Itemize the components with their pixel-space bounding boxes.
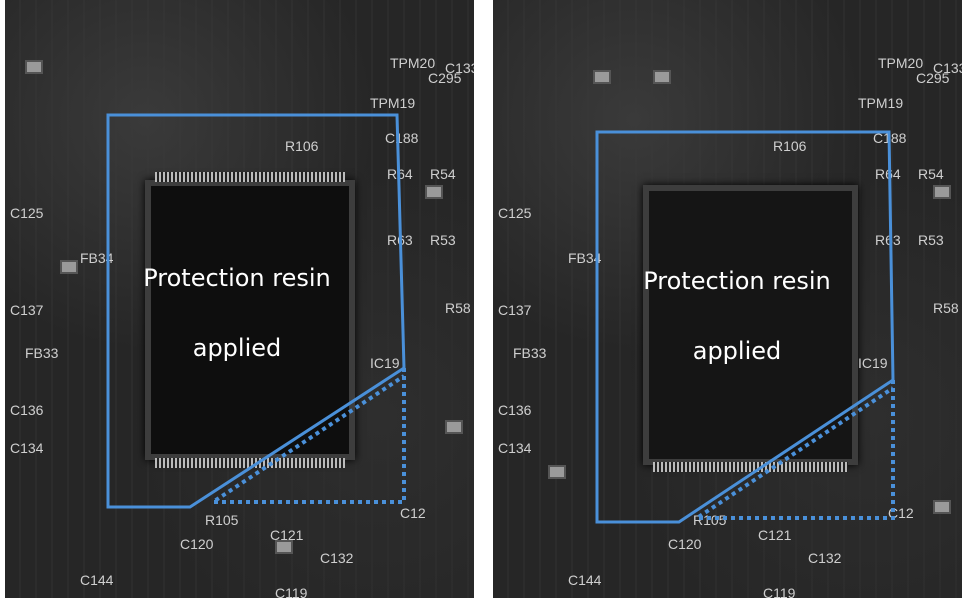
smd-pad: [60, 260, 78, 274]
silkscreen-label: R105: [205, 512, 239, 528]
silkscreen-label: R63: [875, 232, 901, 248]
smd-pad: [653, 70, 671, 84]
ic-chip: [145, 180, 355, 460]
silkscreen-label: C137: [10, 302, 44, 318]
uncovered-area-outline: [690, 380, 895, 520]
uncovered-area-outline: [206, 368, 406, 504]
caption-line1: Protection resin: [143, 264, 331, 292]
silkscreen-label: IC19: [858, 355, 888, 371]
silkscreen-label: C134: [10, 440, 44, 456]
silkscreen-label: FB34: [568, 250, 602, 266]
silkscreen-label: IC19: [370, 355, 400, 371]
silkscreen-label: C120: [180, 536, 214, 552]
silkscreen-label: C136: [10, 402, 44, 418]
pcb-photo-after: C295TPM19TPM20C133R106C188R64R54R63R53C1…: [493, 0, 962, 598]
caption-line1: Protection resin: [643, 267, 831, 295]
silkscreen-label: C12: [400, 505, 426, 521]
smd-pad: [933, 500, 951, 514]
silkscreen-label: C137: [498, 302, 532, 318]
silkscreen-label: R106: [773, 138, 807, 154]
smd-pad: [275, 540, 293, 554]
silkscreen-label: TPM20: [878, 55, 924, 71]
silkscreen-label: R54: [918, 166, 944, 182]
pcb-photo-before: C295TPM19TPM20C133R106C188R64R54R63R53C1…: [5, 0, 474, 598]
smd-pad: [933, 185, 951, 199]
ic-pins-bottom: [155, 458, 345, 468]
ic-pins-top: [155, 172, 345, 182]
resin-boundary: [595, 130, 895, 524]
silkscreen-label: C133: [445, 60, 474, 76]
silkscreen-label: C120: [668, 536, 702, 552]
ic-chip: [643, 185, 858, 465]
silkscreen-label: R106: [285, 138, 319, 154]
silkscreen-label: R58: [445, 300, 471, 316]
silkscreen-label: R64: [875, 166, 901, 182]
silkscreen-label: C121: [270, 527, 304, 543]
silkscreen-label: C132: [808, 550, 842, 566]
silkscreen-label: C121: [758, 527, 792, 543]
silkscreen-label: C295: [916, 70, 950, 86]
silkscreen-label: C136: [498, 402, 532, 418]
smd-pad: [445, 420, 463, 434]
silkscreen-label: C125: [498, 205, 532, 221]
smd-pad: [25, 60, 43, 74]
silkscreen-label: C132: [320, 550, 354, 566]
caption-line2: applied: [192, 334, 282, 362]
smd-pad: [548, 465, 566, 479]
silkscreen-label: C119: [763, 585, 796, 598]
silkscreen-label: R53: [918, 232, 944, 248]
smd-pad: [425, 185, 443, 199]
smd-pad: [593, 70, 611, 84]
silkscreen-label: R53: [430, 232, 456, 248]
caption-line2: applied: [692, 337, 782, 365]
silkscreen-label: R54: [430, 166, 456, 182]
silkscreen-label: TPM19: [370, 95, 416, 111]
silkscreen-label: TPM19: [858, 95, 904, 111]
silkscreen-label: C134: [498, 440, 532, 456]
silkscreen-label: R58: [933, 300, 959, 316]
silkscreen-label: C144: [80, 572, 114, 588]
silkscreen-label: C125: [10, 205, 44, 221]
resin-boundary: [106, 113, 406, 509]
silkscreen-label: TPM20: [390, 55, 436, 71]
resin-area-outline: [106, 113, 406, 509]
ic-pins-bottom: [653, 462, 848, 472]
silkscreen-label: FB33: [25, 345, 59, 361]
silkscreen-label: C295: [428, 70, 462, 86]
silkscreen-label: C144: [568, 572, 602, 588]
silkscreen-label: FB34: [80, 250, 114, 266]
resin-area-outline: [595, 130, 895, 524]
silkscreen-label: FB33: [513, 345, 547, 361]
silkscreen-label: C119: [275, 585, 308, 598]
silkscreen-label: C188: [385, 130, 419, 146]
silkscreen-label: C133: [933, 60, 962, 76]
